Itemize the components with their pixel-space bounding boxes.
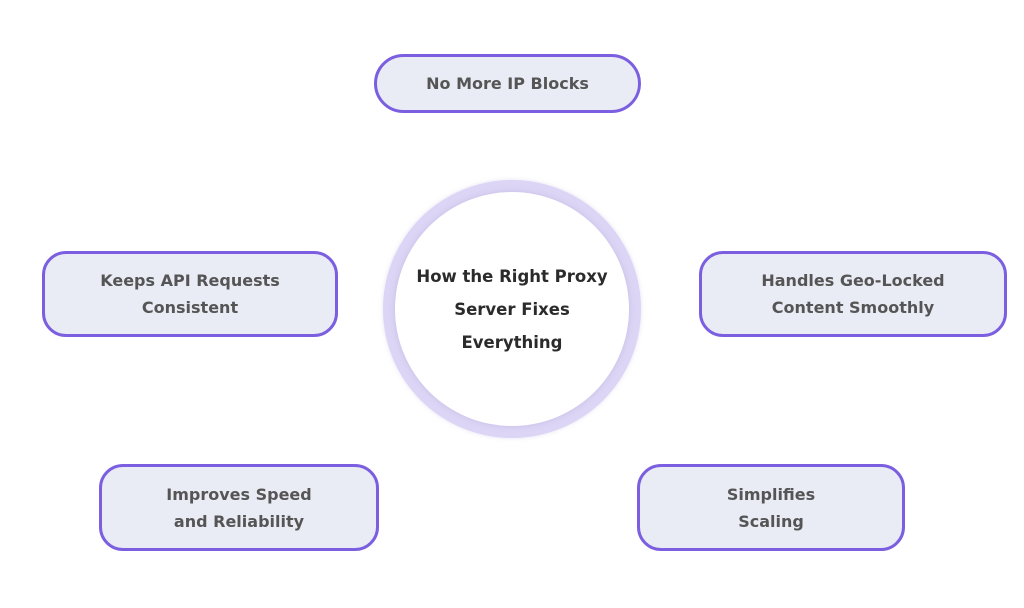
node-label-line: No More IP Blocks [426,74,589,93]
node-label-line: and Reliability [173,511,305,531]
node-keeps-api-requests-consistent: Keeps API Requests Consistent [42,251,338,337]
node-label-line: Simplifies [726,484,816,504]
node-label-line: Keeps API Requests [100,271,280,290]
node-label-line: Scaling [738,511,804,531]
center-title-line: Everything [461,332,563,352]
node-label: Improves Speed and Reliability [166,481,311,535]
node-label-line: Handles Geo-Locked [761,271,945,290]
node-simplifies-scaling: Simplifies Scaling [637,464,905,551]
node-label: Handles Geo-Locked Content Smoothly [761,267,944,321]
center-title-line: Server Fixes [454,299,570,319]
center-circle: How the Right Proxy Server Fixes Everyth… [383,180,641,438]
node-no-more-ip-blocks: No More IP Blocks [374,54,641,113]
node-label: Simplifies Scaling [727,481,815,535]
center-circle-inner: How the Right Proxy Server Fixes Everyth… [395,192,629,426]
node-label-line: Improves Speed [166,484,312,504]
node-label-line: Content Smoothly [771,298,935,317]
node-improves-speed-reliability: Improves Speed and Reliability [99,464,379,551]
node-label: Keeps API Requests Consistent [100,267,280,321]
center-title-line: How the Right Proxy [416,266,608,286]
node-label-line: Consistent [141,298,239,317]
center-title: How the Right Proxy Server Fixes Everyth… [412,260,612,359]
node-handles-geo-locked-content: Handles Geo-Locked Content Smoothly [699,251,1007,337]
node-label: No More IP Blocks [426,70,589,97]
